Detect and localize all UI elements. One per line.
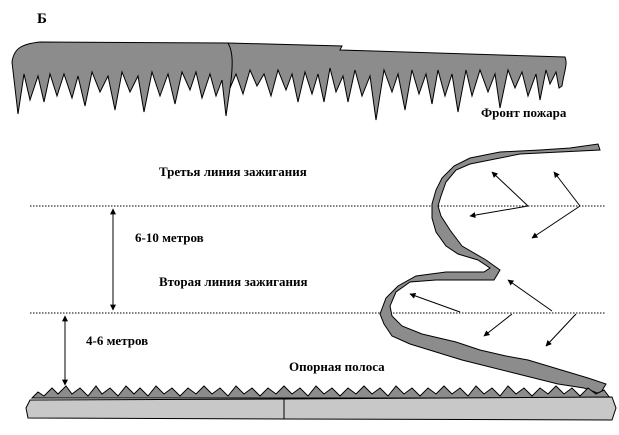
distance-upper-label: 6-10 метров xyxy=(135,230,204,245)
spread-arrow xyxy=(409,293,461,313)
spread-arrow xyxy=(483,313,513,337)
support-strip-flames xyxy=(30,385,611,399)
spread-arrow xyxy=(469,205,529,219)
third-ignition-line-label: Третья линия зажигания xyxy=(159,164,307,179)
spread-arrow xyxy=(553,171,581,207)
fire-front-top-seam xyxy=(227,42,233,89)
spread-arrow xyxy=(545,313,577,347)
spread-arrow xyxy=(507,279,553,312)
distance-lower-label: 4-6 метров xyxy=(86,333,149,348)
spread-arrow xyxy=(491,171,529,207)
fire-front-label: Фронт пожара xyxy=(481,105,567,120)
support-strip-label: Опорная полоса xyxy=(289,359,385,374)
spread-arrows xyxy=(409,171,581,347)
support-strip-base xyxy=(25,396,617,421)
panel-letter: Б xyxy=(37,11,47,27)
second-ignition-line-label: Вторая линия зажигания xyxy=(159,274,308,289)
spread-arrow xyxy=(531,205,581,239)
fire-front-curve xyxy=(379,143,607,395)
fire-front-top-shape xyxy=(11,41,567,121)
